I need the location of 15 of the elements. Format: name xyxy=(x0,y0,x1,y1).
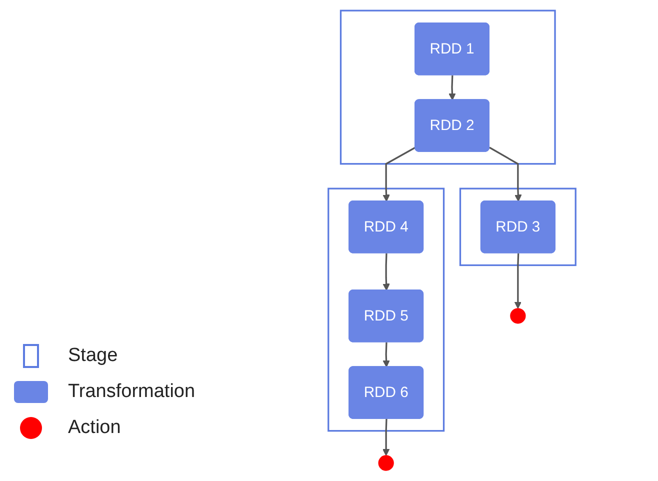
arrow xyxy=(382,146,416,202)
node-circle xyxy=(510,308,526,324)
legend-label: Stage xyxy=(68,345,118,367)
arrow xyxy=(382,418,390,456)
cluster xyxy=(340,10,556,165)
cluster xyxy=(459,188,576,266)
node-circle xyxy=(378,455,394,471)
arrow xyxy=(448,75,456,100)
arrow xyxy=(382,253,390,291)
cluster xyxy=(328,188,445,432)
arrow xyxy=(489,146,522,202)
legend-label: Action xyxy=(68,417,121,439)
arrow xyxy=(382,342,390,368)
legend-label: Transformation xyxy=(68,381,196,403)
arrow xyxy=(514,253,522,309)
